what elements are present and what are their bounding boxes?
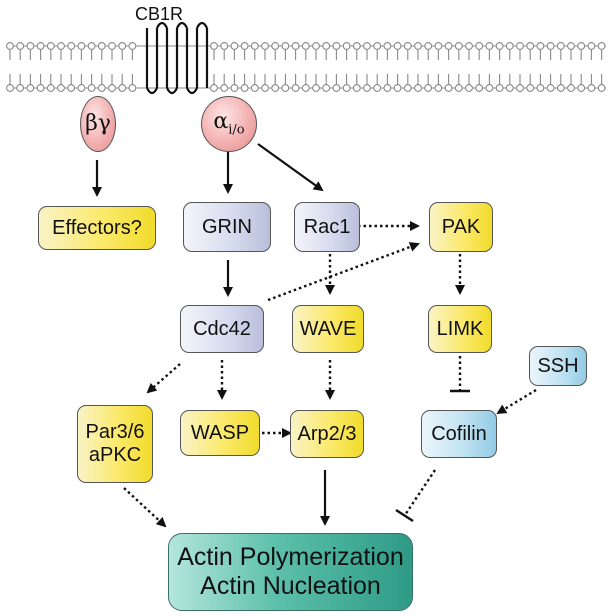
node-limk: LIMK (428, 305, 492, 353)
node-pak: PAK (429, 202, 493, 252)
dotted-arrows (123, 221, 537, 528)
node-ssh: SSH (529, 346, 587, 386)
cell-membrane (6, 42, 606, 92)
solid-arrows (92, 143, 330, 526)
node-rac1: Rac1 (294, 202, 360, 252)
inhibition-lines (395, 356, 470, 523)
inhibit-cofilin-actin (404, 469, 436, 516)
node-wasp: WASP (180, 410, 260, 456)
arrow-alpha-rac1 (257, 143, 324, 192)
arrow-cdc42-par (146, 363, 181, 394)
g-alpha-label: αi/o (213, 109, 245, 138)
node-wave: WAVE (292, 305, 364, 353)
node-par-apkc: Par3/6 aPKC (77, 405, 153, 483)
arrow-ssh-cofilin (496, 388, 537, 415)
node-actin-output: Actin Polymerization Actin Nucleation (168, 533, 413, 611)
arrow-cdc42-pak (267, 242, 420, 302)
g-beta-gamma-label: βγ (85, 111, 111, 137)
node-cofilin: Cofilin (421, 410, 497, 458)
node-arp23: Arp2/3 (290, 410, 364, 458)
arrow-par-actin (123, 487, 167, 528)
g-alpha-io: αi/o (201, 96, 257, 152)
receptor-label: CB1R (135, 4, 184, 24)
node-effectors: Effectors? (38, 206, 156, 250)
g-beta-gamma: βγ (80, 96, 116, 152)
node-grin: GRIN (183, 202, 271, 252)
cb1r-receptor (145, 21, 209, 95)
node-cdc42: Cdc42 (180, 305, 264, 353)
